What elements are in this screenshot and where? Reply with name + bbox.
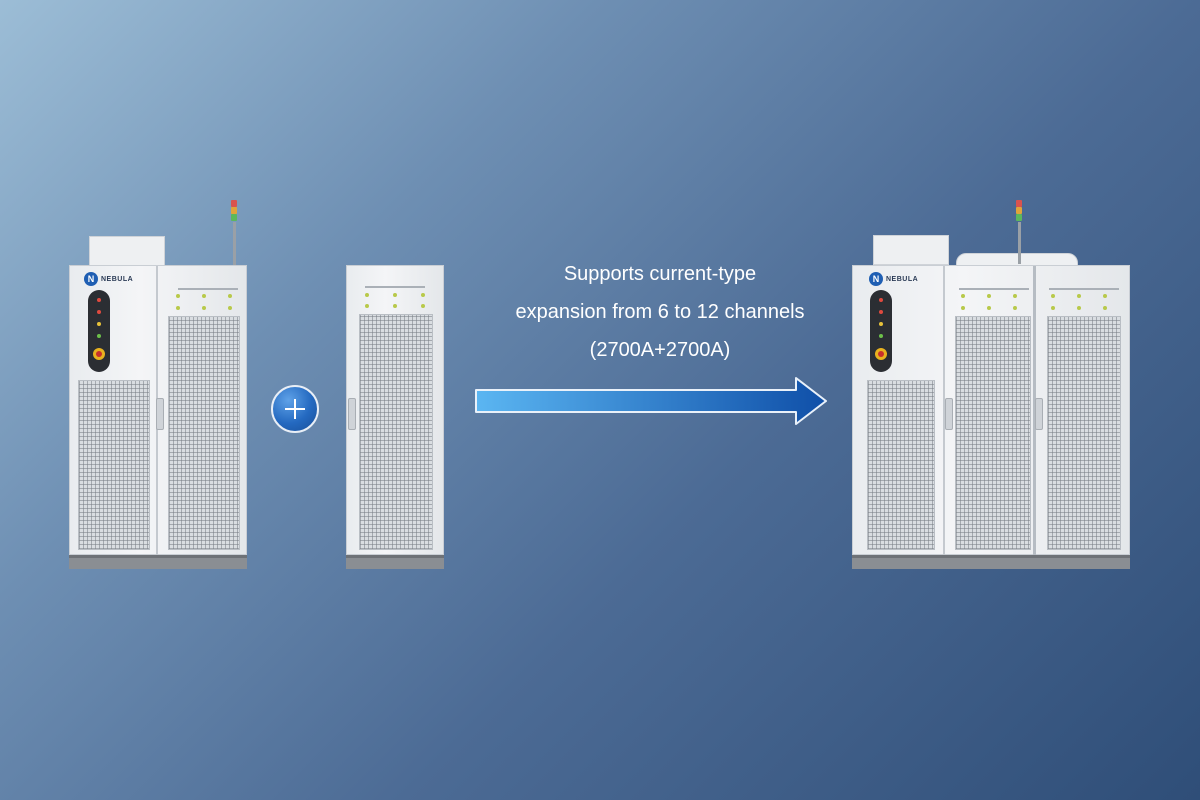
panel-label: [365, 286, 425, 288]
cabinet-top-box: [873, 235, 949, 265]
channel-indicator: [228, 294, 232, 298]
channel-indicator: [228, 306, 232, 310]
nebula-logo-icon: N: [84, 272, 98, 286]
door-grille: [78, 380, 150, 550]
channel-indicator: [1051, 306, 1055, 310]
signal-lamp-yellow: [231, 207, 237, 214]
main-cabinet: N NEBULA: [69, 265, 247, 556]
channel-indicator: [987, 306, 991, 310]
expansion-cabinet: [346, 265, 444, 555]
channel-indicator: [202, 306, 206, 310]
status-led: [879, 310, 883, 314]
status-led: [97, 322, 101, 326]
signal-lamp-yellow: [1016, 207, 1022, 214]
channel-indicator: [202, 294, 206, 298]
channel-indicator: [961, 306, 965, 310]
door-grille: [867, 380, 935, 550]
signal-tower-mast: [1018, 222, 1021, 264]
channel-indicator: [421, 304, 425, 308]
channel-indicator: [1103, 306, 1107, 310]
status-led: [97, 334, 101, 338]
door-handle: [156, 398, 164, 430]
status-led: [879, 298, 883, 302]
door-grille: [359, 314, 433, 550]
caption-line-2: expansion from 6 to 12 channels: [515, 301, 805, 323]
channel-indicator: [393, 293, 397, 297]
panel-label: [178, 288, 238, 290]
caption-line-1: Supports current-type: [563, 263, 757, 285]
channel-indicator: [987, 294, 991, 298]
signal-lamp-red: [1016, 200, 1022, 207]
channel-indicator: [176, 306, 180, 310]
caption-line-3: (2700A+2700A): [589, 339, 731, 361]
status-led: [97, 298, 101, 302]
right-arrow-icon: [475, 377, 827, 425]
channel-indicator: [365, 293, 369, 297]
control-panel: [870, 290, 892, 372]
channel-indicator: [365, 304, 369, 308]
plus-vertical-bar: [294, 399, 296, 419]
channel-indicator: [1013, 306, 1017, 310]
door-grille: [168, 316, 240, 550]
door-handle: [1035, 398, 1043, 430]
expansion-caption: Supports current-type expansion from 6 t…: [460, 255, 860, 369]
channel-indicator: [1103, 294, 1107, 298]
control-panel: [88, 290, 110, 372]
status-led: [879, 322, 883, 326]
cabinet-base: [69, 555, 247, 569]
signal-tower-mast: [233, 222, 236, 266]
channel-indicator: [1077, 294, 1081, 298]
door-grille: [1047, 316, 1121, 550]
combined-cabinet: N NEBULA: [852, 265, 1130, 556]
channel-indicator: [421, 293, 425, 297]
signal-lamp-red: [231, 200, 237, 207]
nebula-logo-icon: N: [869, 272, 883, 286]
channel-indicator: [1077, 306, 1081, 310]
door-seam: [943, 266, 945, 556]
cabinet-base: [852, 555, 1130, 569]
plus-circle-icon: [271, 385, 319, 433]
brand-name: NEBULA: [101, 276, 134, 283]
door-handle: [348, 398, 356, 430]
cabinet-top-box: [89, 236, 165, 266]
panel-label: [959, 288, 1029, 290]
cabinet-base: [346, 555, 444, 569]
cabinet-joint: [1033, 266, 1036, 556]
door-grille: [955, 316, 1031, 550]
channel-indicator: [176, 294, 180, 298]
channel-indicator: [1051, 294, 1055, 298]
panel-label: [1049, 288, 1119, 290]
door-handle: [945, 398, 953, 430]
status-led: [879, 334, 883, 338]
status-led: [97, 310, 101, 314]
signal-lamp-green: [1016, 214, 1022, 221]
brand-name: NEBULA: [886, 276, 919, 283]
signal-lamp-green: [231, 214, 237, 221]
emergency-stop-icon: [93, 348, 105, 360]
channel-indicator: [961, 294, 965, 298]
emergency-stop-icon: [875, 348, 887, 360]
channel-indicator: [1013, 294, 1017, 298]
channel-indicator: [393, 304, 397, 308]
